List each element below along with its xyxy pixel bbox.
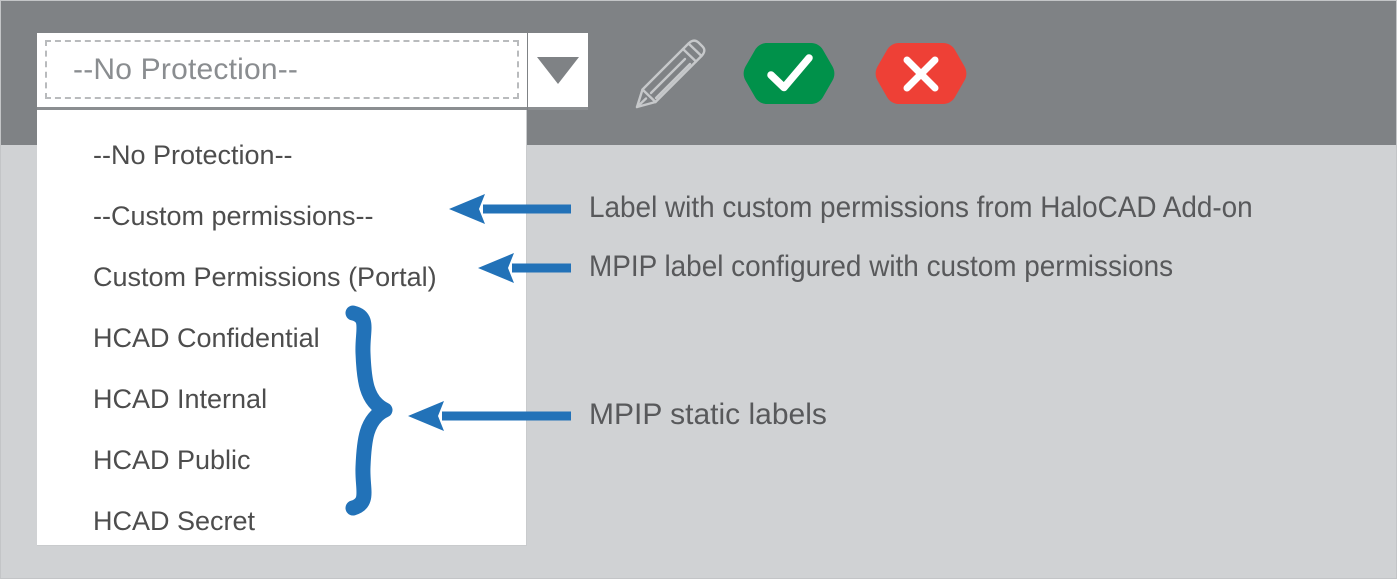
dropdown-option-no-protection[interactable]: --No Protection--: [93, 139, 293, 170]
cancel-button[interactable]: [874, 32, 968, 116]
left-arrow-icon-mpip-static: [408, 401, 571, 431]
confirm-button[interactable]: [742, 32, 836, 116]
dropdown-option-hcad-secret[interactable]: HCAD Secret: [93, 505, 256, 536]
pencil-edit-button[interactable]: [624, 26, 718, 120]
dropdown-option-custom-permissions[interactable]: --Custom permissions--: [93, 200, 374, 231]
curly-brace-icon: [345, 305, 393, 516]
dropdown-option-hcad-confidential[interactable]: HCAD Confidential: [93, 322, 320, 353]
dropdown-option-hcad-internal[interactable]: HCAD Internal: [93, 383, 268, 414]
protection-label-dropdown-list[interactable]: --No Protection-- --Custom permissions--…: [37, 110, 527, 546]
annotation-mpip-static-labels: MPIP static labels: [589, 398, 827, 431]
combobox-value-area[interactable]: --No Protection--: [45, 40, 519, 99]
left-arrow-icon-mpip-custom: [478, 253, 571, 283]
check-confirm-icon: [743, 43, 835, 104]
annotation-mpip-custom-permissions: MPIP label configured with custom permis…: [589, 250, 1174, 283]
dropdown-option-hcad-public[interactable]: HCAD Public: [93, 444, 251, 475]
annotation-custom-permissions-addon: Label with custom permissions from HaloC…: [589, 191, 1253, 224]
combobox-dropdown-button[interactable]: [528, 33, 588, 110]
left-arrow-icon-custom-permissions: [449, 194, 571, 224]
chevron-down-icon: [537, 56, 579, 84]
pencil-edit-icon: [635, 39, 706, 109]
dropdown-option-custom-permissions-portal[interactable]: Custom Permissions (Portal): [93, 261, 437, 292]
combobox-selected-value: --No Protection--: [73, 52, 299, 86]
protection-label-combobox[interactable]: --No Protection--: [37, 33, 527, 110]
cross-cancel-icon: [875, 43, 967, 104]
